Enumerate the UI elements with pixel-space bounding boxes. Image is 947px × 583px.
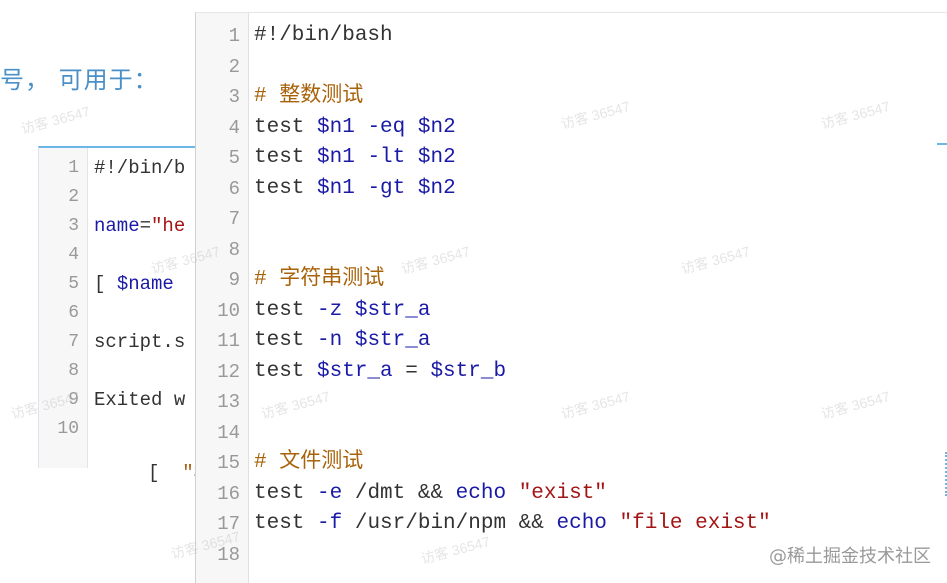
code-text: #!/bin/b xyxy=(94,157,186,179)
code-text: test $n1 -eq $n2 xyxy=(254,115,456,139)
line-number: 2 xyxy=(68,187,79,207)
code-text: # 整数测试 xyxy=(254,85,364,108)
back-code-editor[interactable]: 1 #!/bin/b 2 3 name="he 4 5 [ $name 6 7 script.s 8… xyxy=(38,146,199,468)
line-number: 2 xyxy=(228,55,240,78)
code-text: test $n1 -gt $n2 xyxy=(254,176,456,200)
code-text: script.s xyxy=(94,331,186,353)
code-text: name="he xyxy=(94,215,186,237)
code-text: test -e /dmt && echo "exist" xyxy=(254,481,607,505)
line-number: 5 xyxy=(68,274,79,294)
line-number: 11 xyxy=(217,330,240,352)
code-text: test -f /usr/bin/npm && echo "file exist… xyxy=(254,512,771,535)
code-text: [ $name xyxy=(94,273,174,295)
front-code-editor[interactable]: 1 #!/bin/bash 2 3 # 整数测试 4 test $n1 -eq $n2 5 te… xyxy=(195,12,947,583)
line-number: 9 xyxy=(68,390,79,410)
line-number: 3 xyxy=(68,216,79,236)
line-number: 1 xyxy=(228,25,240,47)
line-number: 8 xyxy=(68,361,79,381)
line-number: 8 xyxy=(228,238,240,261)
line-number: 16 xyxy=(217,482,240,505)
line-number: 9 xyxy=(228,269,240,291)
line-number: 5 xyxy=(228,147,240,169)
line-number: 6 xyxy=(68,303,79,323)
code-text: # 文件测试 xyxy=(254,451,364,474)
code-text: test -z $str_a xyxy=(254,298,431,322)
code-text: test -n $str_a xyxy=(254,329,431,352)
line-number: 3 xyxy=(228,86,240,108)
line-number: 7 xyxy=(68,332,79,352)
back-editor-gutter xyxy=(39,148,88,468)
line-number: 6 xyxy=(228,177,240,200)
line-number: 18 xyxy=(217,543,240,566)
document-heading: 号， 可用于： xyxy=(0,66,159,94)
code-text: test $n1 -lt $n2 xyxy=(254,146,456,169)
line-number: 17 xyxy=(217,513,240,535)
line-number: 4 xyxy=(228,116,240,139)
line-number: 10 xyxy=(217,299,240,322)
line-number: 12 xyxy=(217,360,240,383)
right-edge-rule xyxy=(937,143,947,145)
watermark: 访客 36547 xyxy=(19,103,92,137)
front-editor-gutter xyxy=(196,13,249,583)
code-text: Exited w xyxy=(94,389,186,411)
code-text: #!/bin/bash xyxy=(254,24,393,47)
line-number: 1 xyxy=(68,158,79,178)
attribution-text: @稀土掘金技术社区 xyxy=(769,546,931,567)
code-text: # 字符串测试 xyxy=(254,268,385,291)
line-number: 13 xyxy=(217,391,240,413)
line-number: 15 xyxy=(217,452,240,474)
code-text: test $str_a = $str_b xyxy=(254,359,507,383)
line-number: 7 xyxy=(228,208,240,230)
line-number: 10 xyxy=(57,419,79,439)
line-number: 14 xyxy=(217,421,240,444)
line-number: 4 xyxy=(68,245,79,265)
right-edge-dash xyxy=(943,452,947,496)
fragment-bracket: [ xyxy=(148,462,160,484)
